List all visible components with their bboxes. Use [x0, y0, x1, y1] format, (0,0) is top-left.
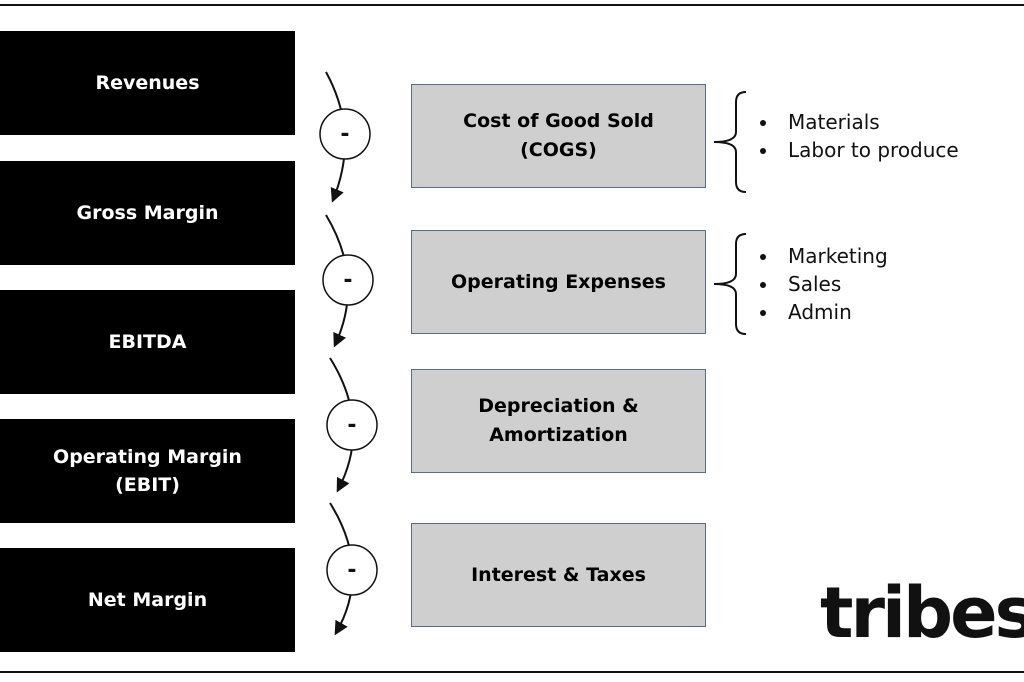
level-ebitda: EBITDA — [0, 290, 295, 394]
bullet-item: Marketing — [758, 242, 888, 270]
bullet-item: Labor to produce — [758, 136, 959, 164]
bullet-item: Admin — [758, 298, 888, 326]
level-gross-margin: Gross Margin — [0, 161, 295, 265]
minus-connector-3: - — [326, 357, 378, 493]
level-label: Net Margin — [87, 589, 208, 611]
minus-connector-2: - — [322, 214, 374, 348]
deduction-label: Interest & Taxes — [471, 563, 646, 586]
curly-brace-opex — [713, 233, 747, 335]
minus-circle — [319, 108, 371, 160]
bottom-rule — [0, 671, 1024, 673]
tribes-logo: tribes — [820, 572, 1024, 654]
cogs-bullet-list: Materials Labor to produce — [758, 108, 959, 164]
level-net-margin: Net Margin — [0, 548, 295, 652]
deduction-label: Operating Expenses — [451, 270, 666, 293]
opex-bullet-list: Marketing Sales Admin — [758, 242, 888, 326]
deduction-label: Depreciation & Amortization — [478, 395, 639, 446]
level-revenues: Revenues — [0, 31, 295, 135]
minus-circle — [326, 544, 378, 596]
minus-connector-1: - — [319, 71, 371, 203]
bullet-item: Sales — [758, 270, 888, 298]
minus-circle — [326, 399, 378, 451]
bullet-item: Materials — [758, 108, 959, 136]
deduction-cogs: Cost of Good Sold (COGS) — [411, 84, 706, 188]
level-label: EBITDA — [108, 331, 187, 353]
minus-symbol: - — [340, 122, 349, 147]
minus-circle — [322, 254, 374, 306]
curly-brace-cogs — [713, 91, 747, 193]
minus-symbol: - — [343, 268, 352, 293]
minus-connector-4: - — [326, 502, 378, 636]
deduction-label: Cost of Good Sold (COGS) — [463, 110, 654, 161]
level-label: Revenues — [95, 72, 200, 94]
minus-symbol: - — [347, 558, 356, 583]
level-label: Operating Margin (EBIT) — [53, 446, 242, 496]
deduction-operating-expenses: Operating Expenses — [411, 230, 706, 334]
deduction-interest-taxes: Interest & Taxes — [411, 523, 706, 627]
deduction-depreciation-amortization: Depreciation & Amortization — [411, 369, 706, 473]
top-rule — [0, 4, 1024, 6]
minus-symbol: - — [347, 413, 356, 438]
level-operating-margin: Operating Margin (EBIT) — [0, 419, 295, 523]
level-label: Gross Margin — [76, 202, 219, 224]
